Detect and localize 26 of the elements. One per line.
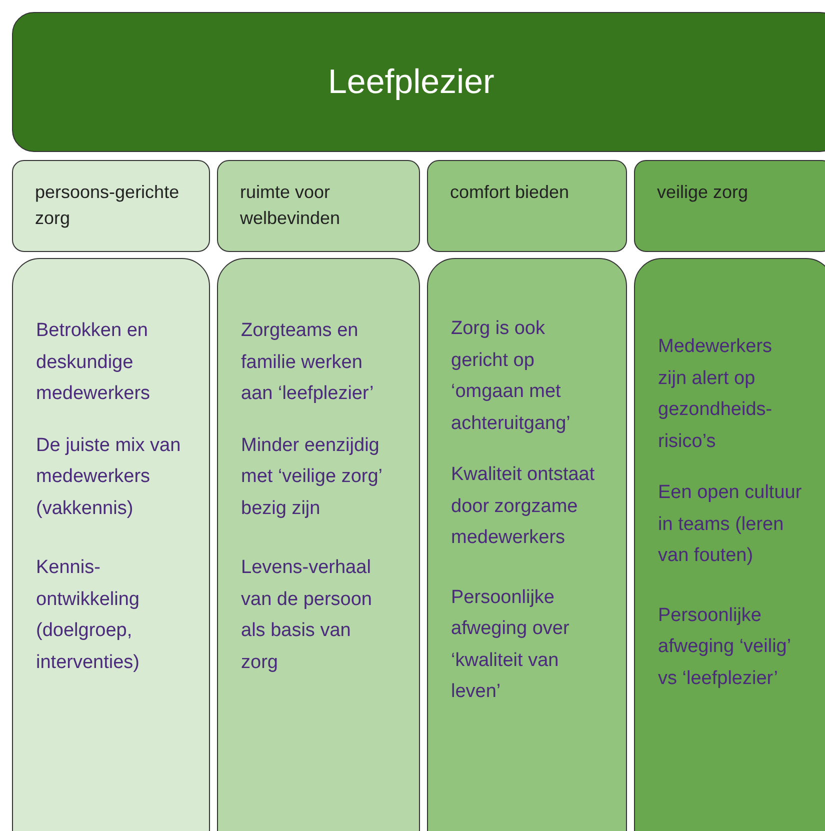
- point-text: Minder eenzijdig met ‘veilige zorg’ bezig zijn: [241, 434, 383, 520]
- column-panel: [634, 258, 825, 831]
- column-header: [12, 160, 210, 252]
- column-header: [217, 160, 420, 252]
- column-header: [634, 160, 825, 252]
- point-text: Levens-verhaal van de persoon als basis van zorg: [241, 556, 373, 674]
- column-panel: [427, 258, 627, 831]
- point-text: Persoonlijke afweging over ‘kwaliteit van leven’: [451, 586, 570, 704]
- column-heading: comfort bieden: [450, 181, 570, 204]
- column-heading: ruimte voor welbevinden: [240, 181, 342, 230]
- title-banner: [12, 12, 825, 152]
- column-header: [427, 160, 627, 252]
- point-text: Persoonlijke afweging ‘veilig’ vs ‘leefplezier’: [658, 604, 792, 690]
- point-text: Kennis-ontwikkeling (doelgroep, interventies): [36, 556, 140, 674]
- point-text: Een open cultuur in teams (leren van fouten): [658, 481, 803, 568]
- column-panel: [12, 258, 210, 831]
- point-text: Zorg is ook gericht op ‘omgaan met achteruitgang’: [451, 317, 572, 436]
- column-panel: [217, 258, 420, 831]
- point-text: Zorgteams en familie werken aan ‘leefplezier’: [241, 319, 375, 406]
- column-heading: veilige zorg: [657, 181, 750, 204]
- point-text: Betrokken en deskundige medewerkers: [36, 319, 152, 406]
- point-text: Medewerkers zijn alert op gezondheids-risico’s: [658, 335, 774, 454]
- point-text: De juiste mix van medewerkers (vakkennis): [36, 434, 181, 520]
- column-heading: persoons-gerichte zorg: [35, 181, 180, 230]
- point-text: Kwaliteit ontstaat door zorgzame medewerkers: [451, 463, 596, 550]
- title-text: Leefplezier: [328, 62, 494, 102]
